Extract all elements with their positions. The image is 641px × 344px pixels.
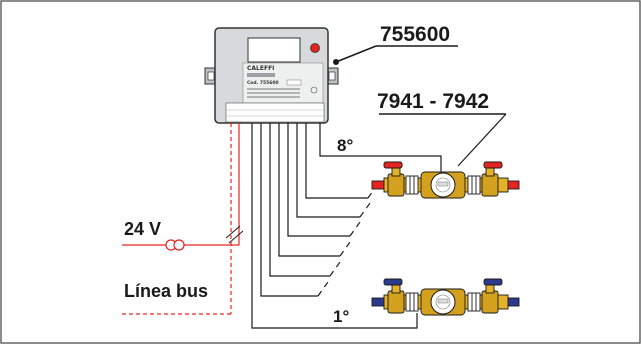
cable-break-mark [225,225,244,244]
power-wiring [122,123,240,315]
device-brand: CALEFFI [247,65,274,72]
device-red-button [310,43,320,53]
first-meter-label: 1° [333,307,349,326]
device-code-callout [333,45,458,65]
meter-assembly-bottom [371,278,520,316]
terminal-strip [225,102,325,123]
device-code-label: 755600 [380,23,450,46]
bus-wires [251,123,442,329]
meter-codes-label: 7941 - 7942 [377,90,489,113]
transformer-symbol [165,239,185,251]
voltage-label: 24 V [124,219,161,239]
meter-assembly-top [371,161,520,199]
bus-line-label: Línea bus [124,281,208,301]
eighth-meter-label: 8° [337,136,353,155]
device-code-text: Cod. 755600 [247,80,279,86]
device-display [247,37,301,63]
controller-device: CALEFFI Cod. 755600 [204,27,339,124]
meter-codes-callout [379,113,507,167]
